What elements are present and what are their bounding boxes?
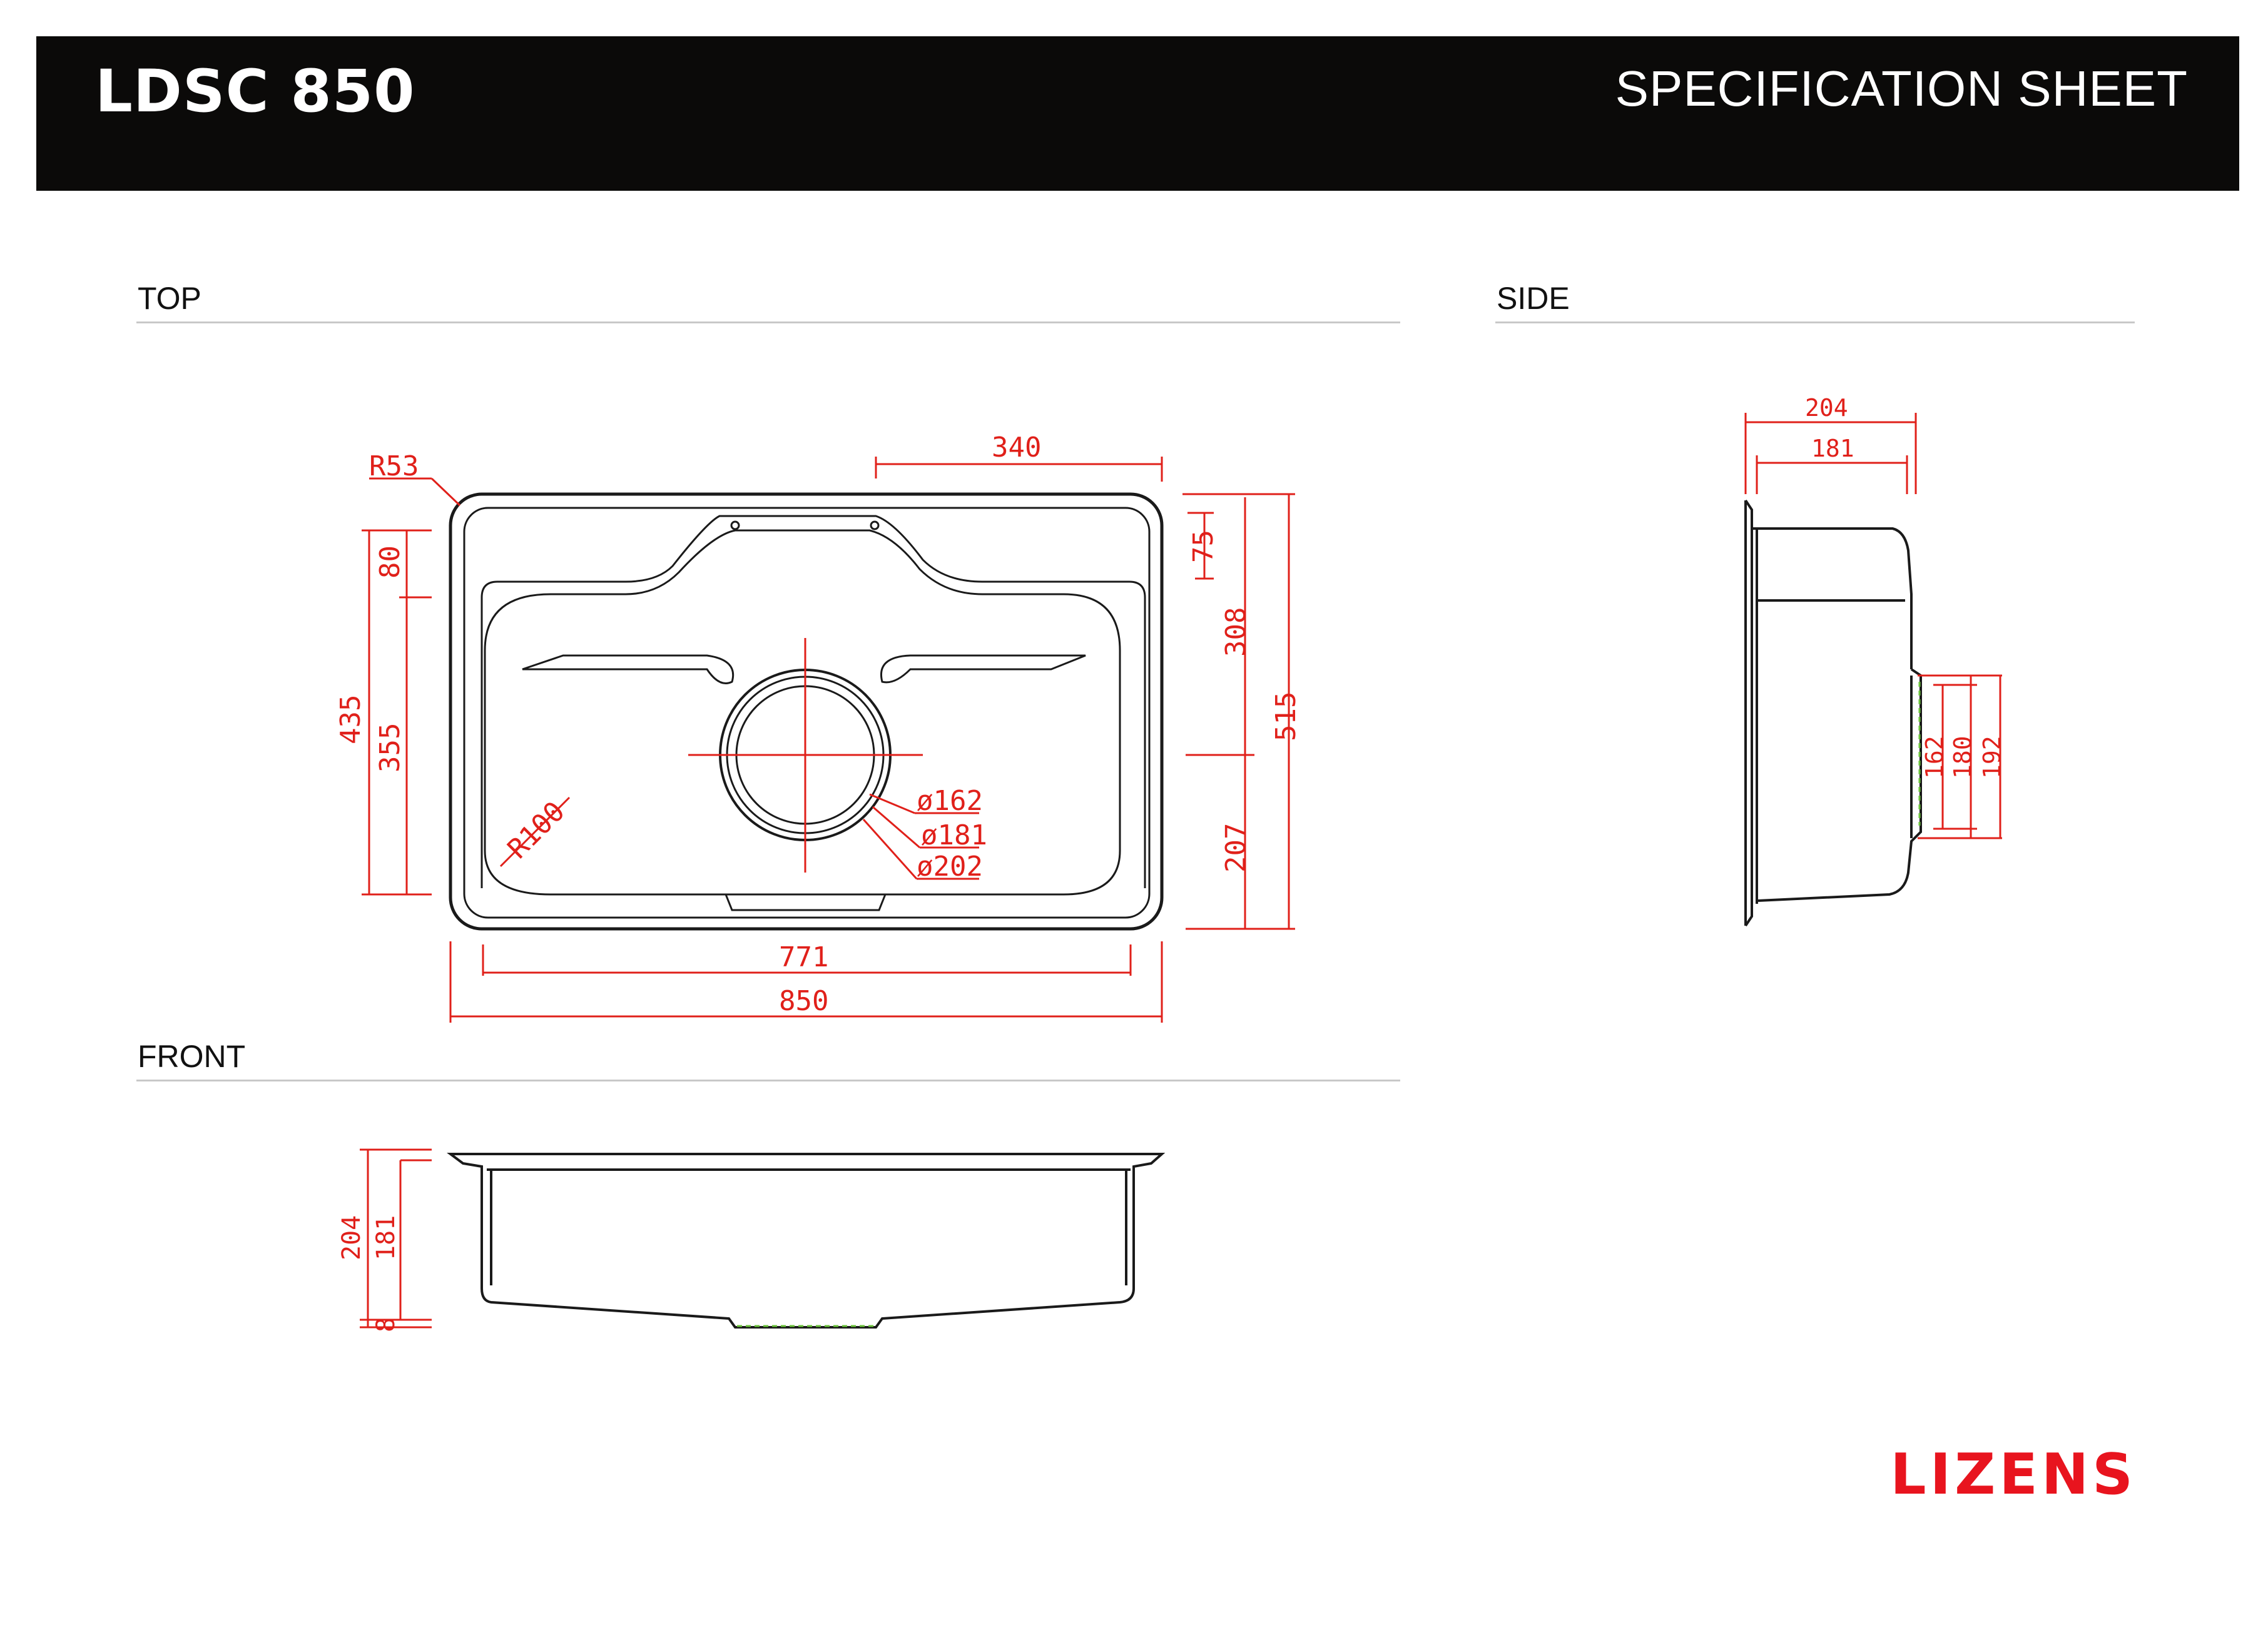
section-label-front: FRONT <box>138 1039 246 1074</box>
section-label-side: SIDE <box>1497 281 1570 316</box>
dim-771: 771 <box>779 941 828 973</box>
dim-r53: R53 <box>369 450 419 482</box>
faucet-hole-right <box>870 520 880 530</box>
side-view-dimension-labels: 204 181 162 180 192 <box>1805 394 2006 779</box>
front-view-dimension-labels: 204 181 8 <box>337 1215 400 1332</box>
section-rule-front <box>136 1080 1400 1081</box>
dim-side-204: 204 <box>1805 394 1848 422</box>
dim-front-181: 181 <box>372 1215 400 1260</box>
dim-front-204: 204 <box>337 1215 366 1260</box>
drainboard-rib-right <box>880 654 1086 684</box>
dim-side-180: 180 <box>1949 736 1976 779</box>
dim-80: 80 <box>374 545 406 579</box>
section-rule-top <box>136 321 1400 323</box>
dim-75: 75 <box>1187 530 1219 563</box>
dim-435: 435 <box>335 695 367 744</box>
document-type: SPECIFICATION SHEET <box>1615 61 2188 116</box>
side-view-dimensions <box>1744 413 2002 839</box>
dim-side-181: 181 <box>1811 435 1854 462</box>
dim-355: 355 <box>374 723 406 772</box>
dim-d162: ø162 <box>917 785 983 817</box>
bowl-basin-outline <box>484 529 1121 896</box>
bowl-outline <box>481 515 1146 888</box>
section-rule-side <box>1495 321 2135 323</box>
section-label-top: TOP <box>138 281 201 316</box>
side-view <box>1744 499 1922 927</box>
sink-inner-rim <box>463 507 1151 919</box>
dim-340: 340 <box>992 432 1041 463</box>
dim-207: 207 <box>1220 823 1252 873</box>
sink-outer-rim <box>449 492 1164 931</box>
dim-front-8: 8 <box>372 1317 400 1332</box>
model-title: LDSC 850 <box>95 58 415 126</box>
dim-850: 850 <box>779 985 828 1017</box>
header-bar <box>36 36 2239 191</box>
faucet-hole-left <box>730 520 740 530</box>
dim-515: 515 <box>1270 692 1302 741</box>
dim-d181: ø181 <box>921 819 987 851</box>
dim-side-192: 192 <box>1978 736 2006 779</box>
drainboard-rib-left <box>522 654 734 684</box>
brand-logo: LIZENS <box>1890 1442 2137 1507</box>
front-view <box>447 1153 1166 1329</box>
dim-d202: ø202 <box>917 851 983 883</box>
top-view-dimensions <box>362 457 1295 1023</box>
overflow-slot <box>725 894 887 911</box>
dim-side-162: 162 <box>1921 736 1948 779</box>
dim-308: 308 <box>1220 607 1252 657</box>
front-view-dimensions <box>360 1148 432 1329</box>
